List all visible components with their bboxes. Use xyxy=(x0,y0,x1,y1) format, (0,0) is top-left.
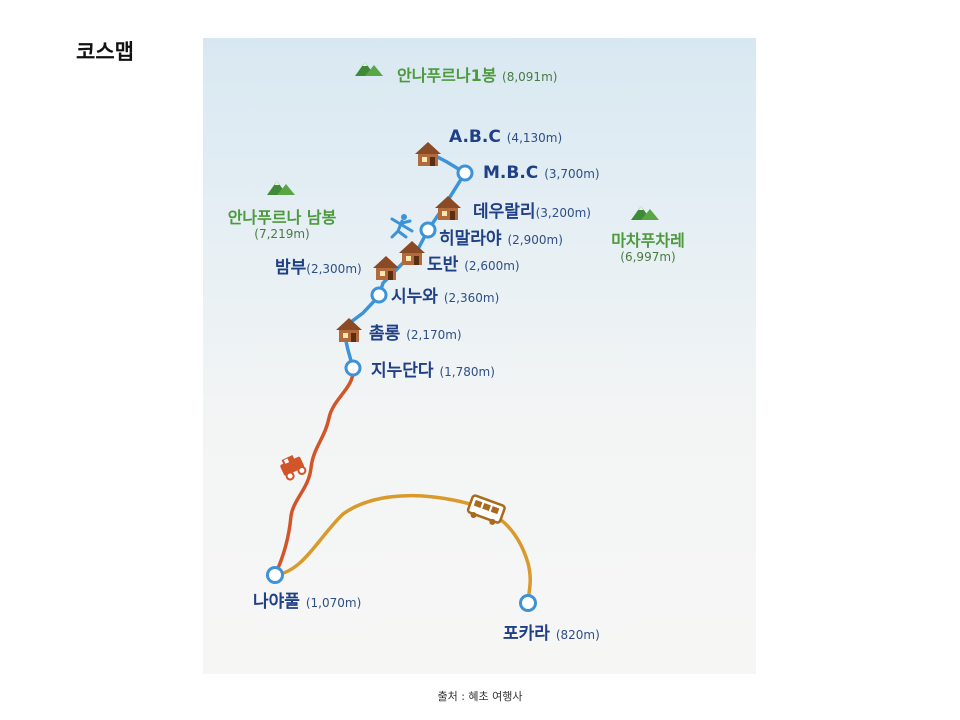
jeep-icon xyxy=(280,455,307,481)
stop-label-pokhara: 포카라 (820m) xyxy=(503,626,600,643)
stop-label-mbc: M.B.C (3,700m) xyxy=(483,165,600,182)
stop-label-deurali: 데우랄리(3,200m) xyxy=(473,204,591,221)
stop-label-abc: A.B.C (4,130m) xyxy=(449,129,562,146)
lodge-icon xyxy=(415,142,441,166)
stop-elevation: (2,300m) xyxy=(306,262,362,276)
stop-elevation: (2,170m) xyxy=(406,328,462,342)
lodge-icon xyxy=(373,256,399,280)
source-credit: 출처 : 혜초 여행사 xyxy=(437,690,523,703)
peak-elevation: (6,997m) xyxy=(620,250,676,265)
stop-elevation: (4,130m) xyxy=(506,131,563,145)
stop-marker xyxy=(419,221,437,239)
mountain-icon xyxy=(631,206,659,220)
stop-name: 나야풀 xyxy=(253,592,300,612)
stop-marker xyxy=(370,286,388,304)
stop-name: 도반 xyxy=(427,255,459,275)
bus-icon xyxy=(466,494,506,525)
stop-name: 밤부 xyxy=(275,258,307,278)
stop-elevation: (3,200m) xyxy=(535,206,591,220)
peak-name: 마차푸차레 xyxy=(611,231,685,250)
stop-elevation: (1,780m) xyxy=(439,365,495,379)
stop-label-bamboo: 밤부(2,300m) xyxy=(275,260,362,277)
bus-route xyxy=(274,493,532,604)
peak-label-annapurna1: 안나푸르나1봉 (8,091m) xyxy=(397,68,557,84)
peak-name: 안나푸르나1봉 xyxy=(397,66,497,85)
stop-elevation: (2,600m) xyxy=(464,259,520,273)
mountain-icon xyxy=(267,181,295,195)
peak-elevation: (8,091m) xyxy=(502,70,558,84)
hiker-icon xyxy=(390,214,414,239)
lodge-icon xyxy=(336,318,362,342)
stop-label-jhinudanda: 지누단다 (1,780m) xyxy=(371,363,495,380)
stop-label-sinuwa: 시누와 (2,360m) xyxy=(391,289,499,306)
stop-elevation: (820m) xyxy=(555,628,600,642)
course-map: 안나푸르나1봉 (8,091m) 안나푸르나 남봉 (7,219m) 마차푸차레… xyxy=(203,38,756,674)
stop-elevation: (2,900m) xyxy=(507,233,563,247)
stop-label-nayapul: 나야풀 (1,070m) xyxy=(253,594,361,611)
stop-name: A.B.C xyxy=(449,127,501,147)
mountain-icon xyxy=(355,62,383,76)
stop-label-himalaya: 히말라야 (2,900m) xyxy=(439,231,563,248)
stop-label-dovan: 도반 (2,600m) xyxy=(427,257,520,274)
stop-name: 시누와 xyxy=(391,287,438,307)
lodge-icon xyxy=(435,196,461,220)
stop-name: 데우랄리 xyxy=(473,202,536,222)
page-title: 코스맵 xyxy=(76,40,134,64)
stop-marker xyxy=(456,164,474,182)
peak-name: 안나푸르나 남봉 xyxy=(227,208,337,227)
stop-marker xyxy=(266,566,284,584)
stop-elevation: (1,070m) xyxy=(305,596,362,610)
stop-name: 촘롱 xyxy=(369,324,401,344)
route-graphics xyxy=(266,62,659,612)
stop-name: 히말라야 xyxy=(439,229,502,249)
stop-marker xyxy=(519,594,537,612)
stop-label-chomrong: 촘롱 (2,170m) xyxy=(369,326,462,343)
stop-elevation: (2,360m) xyxy=(443,291,500,305)
peak-label-annapurna-south: 안나푸르나 남봉 (7,219m) xyxy=(217,208,347,242)
peak-label-machapuchare: 마차푸차레 (6,997m) xyxy=(593,231,703,265)
stop-elevation: (3,700m) xyxy=(544,167,600,181)
peak-elevation: (7,219m) xyxy=(254,227,310,242)
stop-name: 지누단다 xyxy=(371,361,434,381)
jeep-route xyxy=(273,367,355,576)
stop-name: 포카라 xyxy=(503,624,550,644)
stop-marker xyxy=(344,359,362,377)
stop-name: M.B.C xyxy=(483,163,539,183)
